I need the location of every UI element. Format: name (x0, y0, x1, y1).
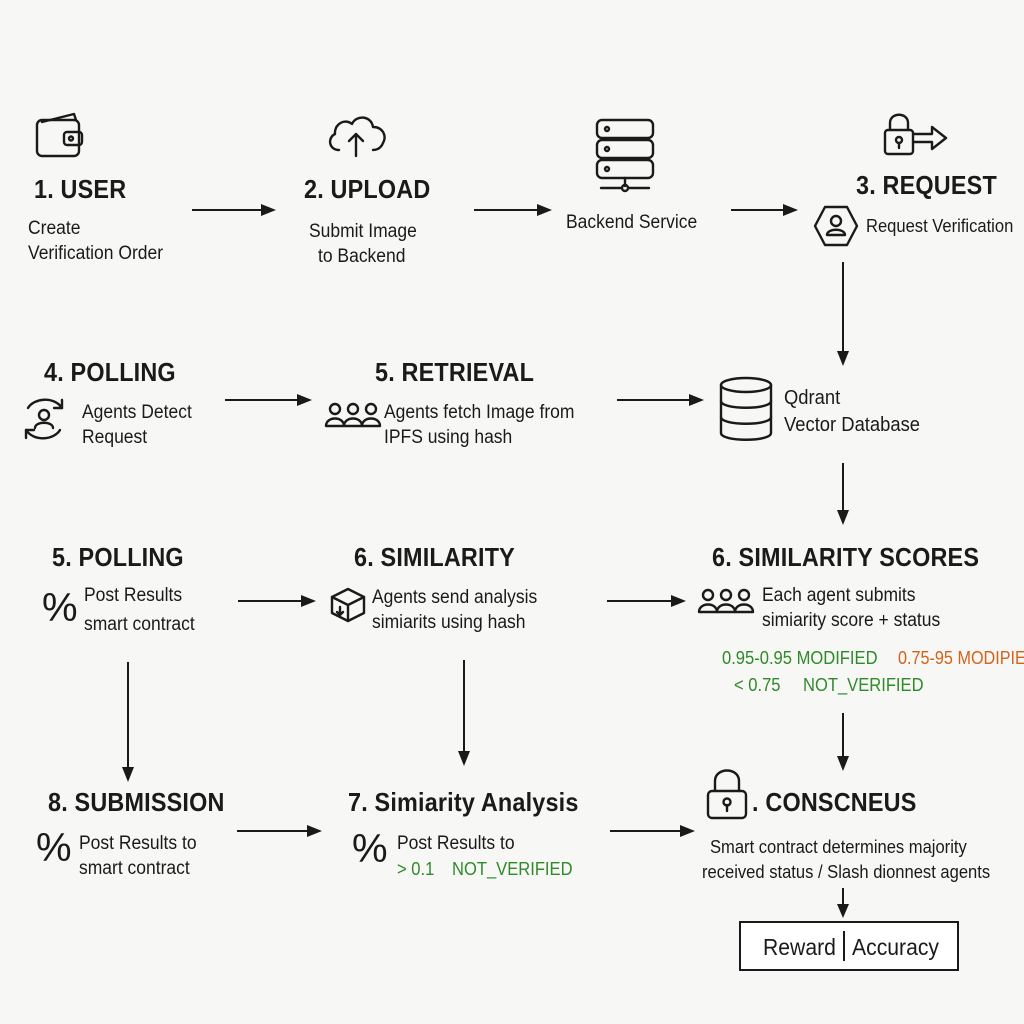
consensus-line1: Smart contract determines majority (710, 837, 967, 857)
upload-step-title: 2. UPLOAD (304, 174, 431, 204)
request-step-title: 3. REQUEST (856, 170, 997, 200)
server-icon (595, 118, 655, 193)
analysis-step-line1: Post Results to (397, 833, 515, 854)
percent-icon: % (36, 826, 72, 870)
group-icon (324, 402, 382, 428)
scores-step-line1: Each agent submits (762, 585, 916, 606)
database-icon (719, 376, 773, 441)
user-step-title: 1. USER (34, 174, 127, 204)
refresh-user-icon (24, 398, 64, 440)
submission-step-line1: Post Results to (79, 833, 197, 854)
threshold-modified: 0.95-0.95 MODIFIED (722, 648, 878, 668)
percent-icon: % (352, 827, 388, 871)
cloud-upload-icon (328, 116, 386, 158)
scores-step-title: 6. SIMILARITY SCORES (712, 542, 980, 572)
reward-label: Reward (763, 934, 836, 960)
threshold-low-value: < 0.75 (734, 675, 781, 695)
retrieval-step-title: 5. RETRIEVAL (375, 357, 535, 387)
submission-step-line2: smart contract (79, 858, 190, 879)
qdrant-line2: Vector Database (784, 414, 921, 436)
analysis-threshold-status: NOT_VERIFIED (452, 859, 573, 879)
package-icon (330, 587, 366, 623)
user-step-line1: Create (28, 218, 81, 239)
analysis-threshold-value: > 0.1 (397, 859, 435, 879)
backend-service-label: Backend Service (566, 212, 698, 233)
polling2-step-line1: Post Results (84, 585, 183, 606)
retrieval-step-line2: IPFS using hash (384, 427, 513, 448)
group-icon (697, 588, 755, 614)
accuracy-label: Accuracy (852, 934, 940, 960)
wallet-icon (35, 112, 84, 158)
polling-step-line1: Agents Detect (82, 402, 192, 423)
user-step-line2: Verification Order (28, 243, 164, 264)
outcome-divider (843, 931, 845, 961)
polling2-step-title: 5. POLLING (52, 542, 184, 572)
percent-icon: % (42, 586, 78, 630)
threshold-modipie: 0.75-95 MODIPIE (898, 648, 1024, 668)
retrieval-step-line1: Agents fetch Image from (384, 402, 575, 423)
similarity-step-line1: Agents send analysis (372, 587, 538, 608)
scores-step-line2: simiarity score + status (762, 610, 941, 631)
analysis-step-title: 7. Simiarity Analysis (348, 787, 579, 817)
polling-step-line2: Request (82, 427, 148, 448)
consensus-step-title: . CONSCNEUS (752, 787, 917, 817)
upload-step-line2: to Backend (318, 246, 406, 267)
qdrant-line1: Qdrant (784, 387, 841, 409)
submission-step-title: 8. SUBMISSION (48, 787, 225, 817)
upload-step-line1: Submit Image (309, 221, 417, 242)
request-verification-label: Request Verification (866, 216, 1014, 236)
outcome-box: Reward Accuracy (739, 921, 959, 971)
consensus-line2: received status / Slash dionnest agents (702, 862, 991, 882)
threshold-not-verified: NOT_VERIFIED (803, 675, 924, 695)
hexagon-user-icon (813, 205, 859, 247)
lock-icon (706, 769, 748, 820)
lock-arrow-icon (883, 113, 948, 156)
polling-step-title: 4. POLLING (44, 357, 176, 387)
polling2-step-line2: smart contract (84, 614, 195, 635)
similarity-step-line2: simiarits using hash (372, 612, 526, 633)
similarity-step-title: 6. SIMILARITY (354, 542, 515, 572)
